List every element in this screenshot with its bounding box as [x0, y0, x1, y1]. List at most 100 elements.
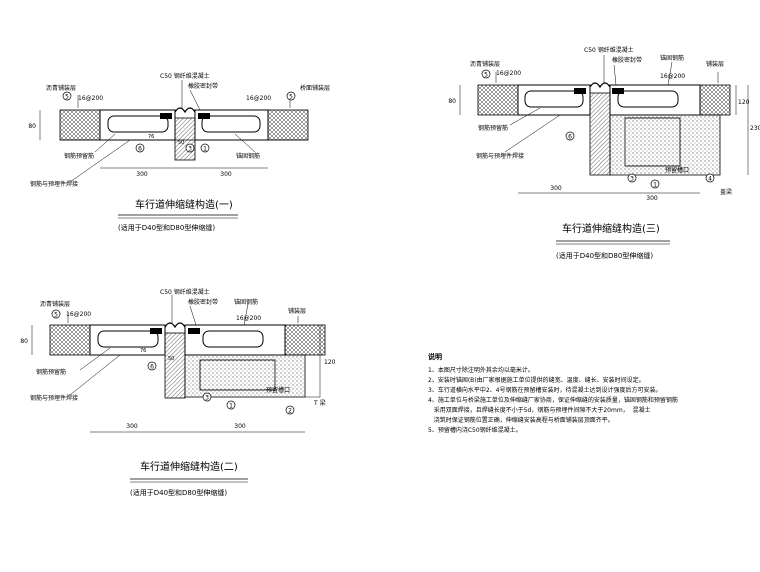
asphalt-left — [477, 84, 519, 116]
marker-label: 3 — [630, 176, 634, 183]
drawing-1: 5 5 3 6 1 沥青铺装层 C50 钢纤维混凝土 橡胶密封带 16@200 … — [28, 72, 330, 232]
notes-heading: 说明 — [428, 353, 442, 361]
marker-label: 5 — [54, 312, 58, 319]
rebar-left — [97, 330, 159, 348]
marker-label: 6 — [138, 146, 142, 153]
marker-5-left — [62, 91, 72, 101]
marker-6 — [135, 143, 145, 153]
asphalt-right — [284, 324, 326, 356]
dim-d: 50 — [168, 356, 174, 362]
label-rubber: 橡胶密封带 — [188, 298, 218, 306]
label-beam: 盖梁 — [720, 188, 732, 196]
label-rebar-tl: 16@200 — [78, 95, 103, 102]
label-concrete: C50 钢纤维混凝土 — [160, 288, 210, 296]
gap-fill — [164, 332, 186, 399]
marker-1 — [226, 400, 236, 410]
rubber-seal — [174, 107, 196, 114]
notes-item: 4、施工单位与桥梁施工单位及伸缩缝厂家协商，保证伸缩缝的安装质量，锚固钢筋和预留… — [428, 397, 678, 424]
label-beam: T 梁 — [313, 399, 326, 407]
marker-label: 6 — [568, 134, 572, 141]
rubber-seal — [164, 322, 186, 329]
label-asphalt: 沥青铺装层 — [470, 60, 500, 68]
steel-angle-left — [160, 113, 172, 119]
gap-fill — [174, 117, 196, 161]
label-paving: 铺装层 — [288, 307, 306, 315]
notes-item: 5、预留槽内浇C50钢纤维混凝土。 — [428, 427, 522, 434]
dim-b: 76 — [148, 134, 154, 140]
asphalt-right — [267, 109, 309, 141]
marker-3 — [202, 392, 212, 402]
label-rebar-tr: 16@200 — [660, 73, 685, 80]
marker-6 — [565, 131, 575, 141]
notes-item: 3、车行道横向水平中2、4号钢筋在预留槽安装时，待混凝土达到设计强度后方可安装。 — [428, 387, 662, 394]
asphalt-left — [49, 324, 91, 356]
rebar-cap — [624, 117, 681, 167]
label-anchor: 锚固钢筋 — [234, 298, 258, 306]
notes-item: 2、安装时锚固(B)由厂家根据施工单位提供的缝宽、温度、缝长、安装时间设定。 — [428, 377, 645, 384]
label-post: 预留槽口 — [266, 386, 290, 394]
label-weld: 钢筋与预埋件焊接 — [476, 152, 524, 160]
marker-5 — [51, 309, 61, 319]
asphalt-right — [699, 84, 731, 116]
steel-angle-left — [150, 328, 162, 334]
label-rebar-tr: 16@200 — [246, 95, 271, 102]
label-anchor: 锚固钢筋 — [660, 54, 684, 62]
drawing-3: 5 6 3 1 4 沥青铺装层 C50 钢纤维混凝土 橡胶密封带 16@200 … — [448, 46, 760, 260]
rebar-right — [201, 115, 261, 133]
marker-6 — [147, 361, 157, 371]
label-rubber: 橡胶密封带 — [612, 56, 642, 64]
marker-label: 6 — [150, 364, 154, 371]
subtitle-2: (适用于D40型和D80型伸缩缝) — [130, 488, 227, 497]
dim-w2: 300 — [220, 171, 232, 178]
marker-2 — [285, 405, 295, 415]
rebar-beam — [199, 359, 276, 391]
label-rebar-tl: 16@200 — [66, 311, 91, 318]
rebar-right — [202, 330, 264, 348]
dim-h2: 120 — [738, 99, 750, 106]
steel-angle-right — [188, 328, 200, 334]
drawing-2: 5 6 3 1 2 沥青铺装层 C50 钢纤维混凝土 橡胶密封带 16@200 … — [20, 288, 335, 497]
label-post: 预留槽口 — [665, 166, 689, 174]
marker-4 — [705, 173, 715, 183]
label-paving: 铺装层 — [706, 60, 724, 68]
title-1: 车行道伸缩缝构造(一) — [135, 198, 233, 211]
title-3: 车行道伸缩缝构造(三) — [562, 222, 660, 235]
marker-5-right — [286, 91, 296, 101]
steel-angle-left — [574, 88, 586, 94]
label-rebar-tr: 16@200 — [236, 315, 261, 322]
label-weld: 钢筋与预埋件焊接 — [30, 394, 78, 402]
marker-label: 1 — [203, 146, 207, 153]
dim-b: 76 — [140, 348, 146, 354]
dim-d: 50 — [178, 140, 184, 146]
steel-angle-right — [198, 113, 210, 119]
label-asphalt: 沥青铺装层 — [46, 84, 76, 92]
marker-label: 4 — [708, 176, 712, 183]
marker-label: 1 — [653, 182, 657, 189]
dim-w1: 300 — [550, 185, 562, 192]
marker-5 — [481, 69, 491, 79]
dim-h: 80 — [20, 338, 28, 345]
label-weld: 钢筋与预埋件焊接 — [30, 180, 78, 188]
label-rubber: 橡胶密封带 — [188, 82, 218, 90]
dim-h3: 230 — [750, 125, 760, 132]
label-asphalt: 沥青铺装层 — [40, 300, 70, 308]
asphalt-left — [59, 109, 101, 141]
label-concrete: C50 钢纤维混凝土 — [160, 72, 210, 80]
marker-1 — [650, 179, 660, 189]
dim-h: 80 — [448, 98, 456, 105]
subtitle-1: (适用于D40型和D80型伸缩缝) — [118, 223, 215, 232]
marker-3 — [627, 173, 637, 183]
label-ctrl: 钢筋预留筋 — [64, 152, 94, 160]
notes-block: 说明 1、本图尺寸除注明外其余均以毫米计。 2、安装时锚固(B)由厂家根据施工单… — [428, 352, 758, 436]
marker-label: 1 — [229, 403, 233, 410]
label-ctrl: 钢筋预留筋 — [478, 124, 508, 132]
rebar-right — [617, 90, 679, 108]
label-anchor: 锚固钢筋 — [236, 152, 260, 160]
label-ctrl: 钢筋预留筋 — [36, 368, 66, 376]
marker-label: 5 — [65, 94, 69, 101]
dim-h2: 120 — [324, 359, 336, 366]
dim-w2: 300 — [646, 195, 658, 202]
steel-angle-right — [612, 88, 624, 94]
label-rebar-tl: 16@200 — [496, 70, 521, 77]
